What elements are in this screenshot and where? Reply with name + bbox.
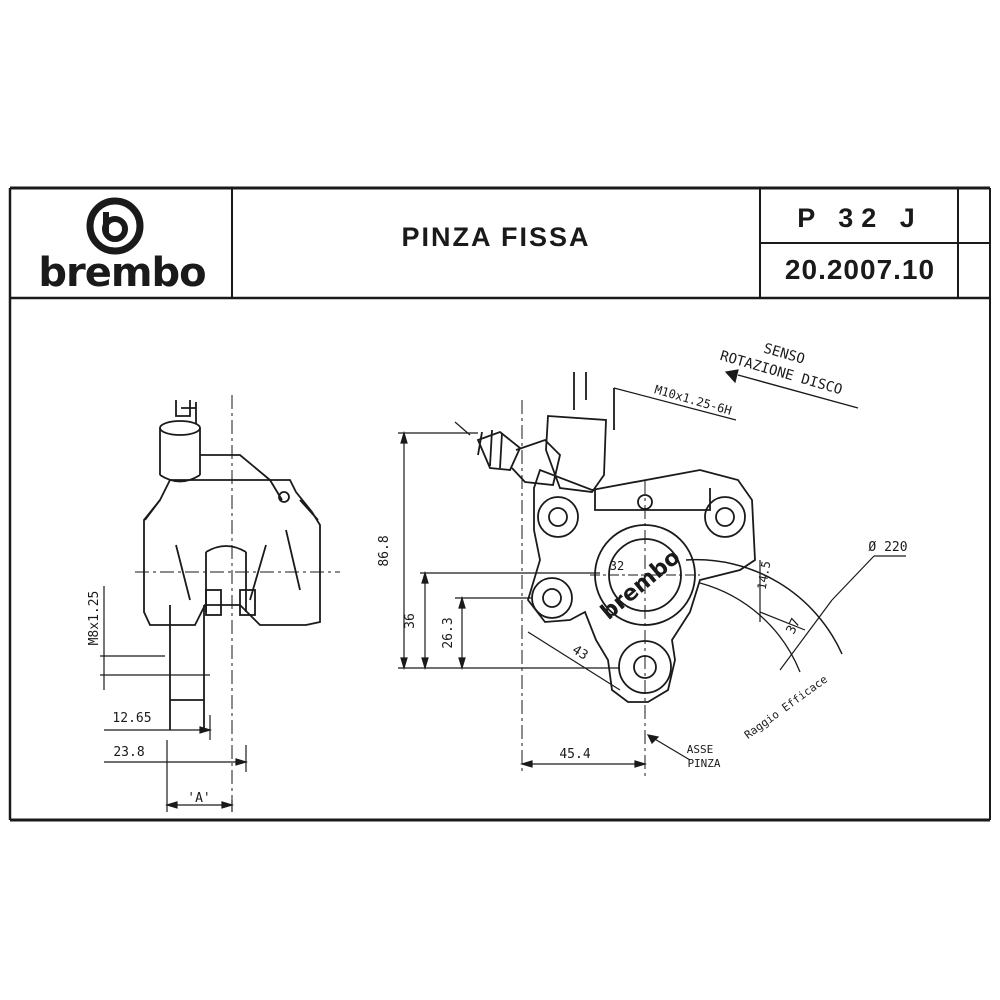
- dim-A: 'A': [187, 791, 210, 806]
- dim-36: 36: [403, 613, 418, 629]
- caliper-axis-label-line2: PINZA: [687, 757, 720, 770]
- caliper-front-view: [476, 372, 843, 780]
- caliper-side-view: [135, 395, 340, 800]
- piston-diameter-label: 32: [610, 559, 624, 573]
- dim-43: 43: [569, 643, 590, 664]
- front-view-dimensions: [398, 369, 906, 768]
- dim-thread-bleed: M8x1.25: [87, 591, 102, 646]
- drawing-title: PINZA FISSA: [401, 222, 591, 252]
- brembo-logo: brembo: [38, 197, 207, 296]
- banjo-thread-label: M10x1.25-6H: [653, 382, 733, 417]
- dim-23-8: 23.8: [113, 745, 144, 760]
- brembo-wordmark: brembo: [38, 250, 205, 296]
- title-block-frame: [8, 186, 991, 822]
- part-code: P 32 J: [797, 203, 923, 233]
- dim-12-65: 12.65: [112, 711, 151, 726]
- disc-diameter-label: Ø 220: [868, 540, 907, 555]
- document-number: 20.2007.10: [784, 254, 936, 285]
- side-view-dimensions: [100, 586, 249, 812]
- dim-45-4: 45.4: [559, 747, 590, 762]
- dim-26-3: 26.3: [441, 617, 456, 648]
- dim-37: 37: [784, 616, 804, 637]
- caliper-axis-label-line1: ASSE: [687, 743, 714, 756]
- dim-14-5: 14.5: [755, 560, 774, 591]
- effective-radius-label: Raggio Efficace: [742, 673, 830, 742]
- dim-86-8: 86.8: [377, 535, 392, 566]
